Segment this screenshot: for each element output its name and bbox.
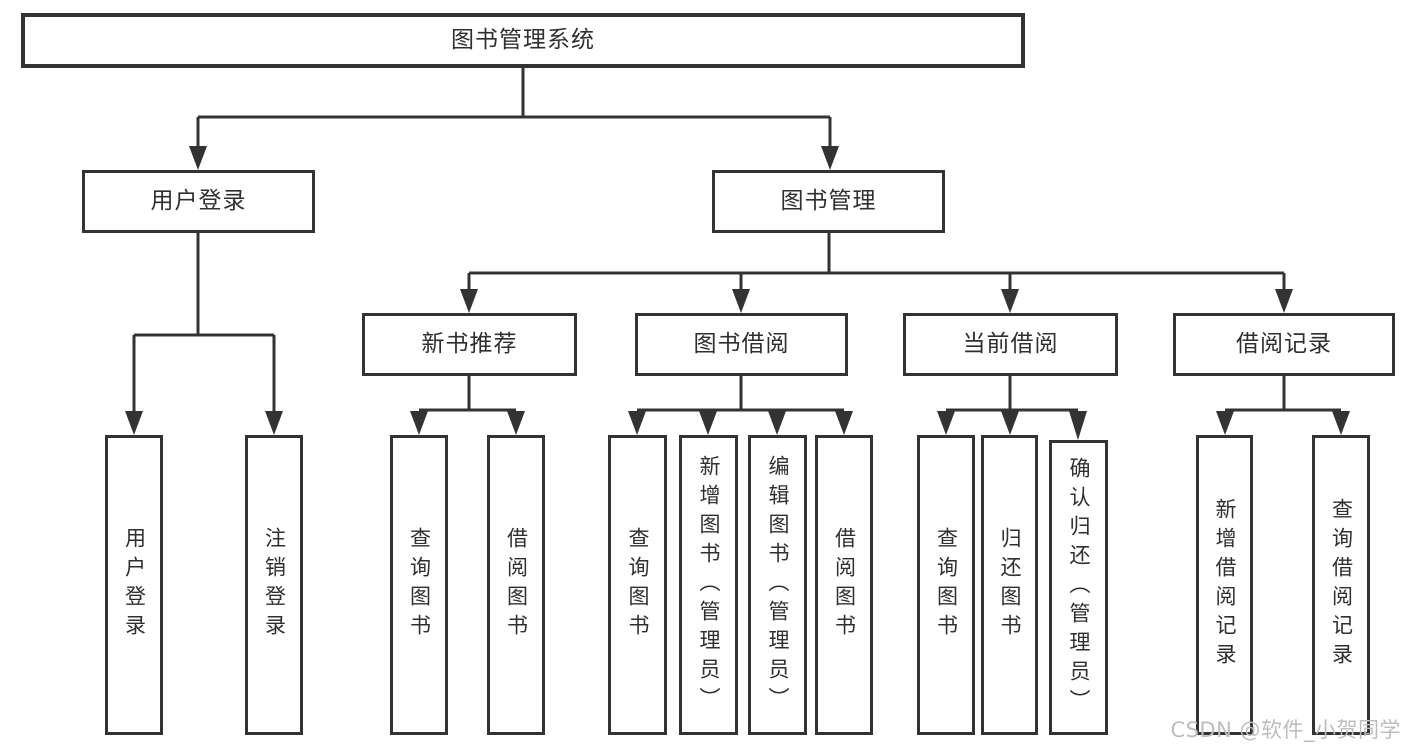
leaf-query-borrow-record: 查询借阅记录 [1312, 435, 1370, 735]
arrowhead-icon [507, 411, 525, 435]
node-new-book-recommend: 新书推荐 [362, 313, 577, 376]
node-book-management-label: 图书管理 [780, 188, 877, 214]
arrowhead-icon [821, 146, 839, 170]
node-book-borrow-label: 图书借阅 [693, 331, 790, 357]
leaf-return-books: 归还图书 [981, 435, 1038, 735]
arrowhead-icon [699, 411, 717, 435]
arrowhead-icon [1069, 411, 1087, 440]
arrowhead-icon [189, 146, 207, 170]
arrowhead-icon [1332, 411, 1350, 435]
arrowhead-icon [410, 411, 428, 435]
leaf-borrow-query-books: 查询图书 [608, 435, 667, 735]
node-new-book-recommend-label: 新书推荐 [421, 331, 518, 357]
arrowhead-icon [1001, 289, 1019, 313]
leaf-logout: 注销登录 [245, 435, 303, 735]
node-book-borrow: 图书借阅 [635, 313, 848, 376]
leaf-query-borrow-record-label: 查询借阅记录 [1329, 498, 1354, 672]
arrowhead-icon [1216, 411, 1234, 435]
arrowhead-icon [265, 411, 283, 435]
leaf-add-book-admin-label: 新增图书（管理员） [697, 454, 721, 716]
arrowhead-icon [460, 289, 478, 313]
leaf-current-query-books-label: 查询图书 [934, 527, 959, 643]
arrowhead-icon [628, 411, 646, 435]
arrowhead-icon [732, 289, 750, 313]
leaf-borrow-borrow-books: 借阅图书 [815, 435, 873, 735]
leaf-borrow-query-books-label: 查询图书 [626, 527, 650, 643]
leaf-add-borrow-record-label: 新增借阅记录 [1213, 498, 1237, 672]
node-root-label: 图书管理系统 [451, 27, 595, 53]
connector-lines [132, 68, 1341, 414]
leaf-recommend-query-books: 查询图书 [390, 435, 448, 735]
leaf-add-book-admin: 新增图书（管理员） [679, 435, 738, 735]
node-root: 图书管理系统 [21, 13, 1025, 68]
arrowhead-icon [1275, 289, 1293, 313]
leaf-edit-book-admin-label: 编辑图书（管理员） [766, 454, 790, 716]
leaf-recommend-query-books-label: 查询图书 [407, 527, 432, 643]
node-borrow-records: 借阅记录 [1173, 313, 1395, 376]
arrowhead-icon [937, 411, 955, 435]
node-current-borrow: 当前借阅 [903, 313, 1118, 376]
arrowheads [125, 146, 1350, 440]
node-borrow-records-label: 借阅记录 [1236, 331, 1332, 357]
node-current-borrow-label: 当前借阅 [962, 331, 1059, 357]
leaf-recommend-borrow-books-label: 借阅图书 [504, 527, 529, 643]
leaf-current-query-books: 查询图书 [917, 435, 975, 735]
node-user-login-label: 用户登录 [150, 188, 247, 214]
leaf-borrow-borrow-books-label: 借阅图书 [832, 527, 857, 643]
node-book-management: 图书管理 [712, 170, 945, 233]
leaf-add-borrow-record: 新增借阅记录 [1196, 435, 1253, 735]
leaf-edit-book-admin: 编辑图书（管理员） [748, 435, 807, 735]
leaf-recommend-borrow-books: 借阅图书 [487, 435, 545, 735]
leaf-confirm-return-admin-label: 确认归还（管理员） [1067, 457, 1091, 718]
leaf-return-books-label: 归还图书 [998, 527, 1022, 643]
node-user-login: 用户登录 [82, 170, 315, 233]
leaf-logout-label: 注销登录 [262, 527, 287, 643]
leaf-user-login: 用户登录 [105, 435, 163, 735]
arrowhead-icon [1001, 411, 1019, 435]
arrowhead-icon [835, 411, 853, 435]
watermark: CSDN @软件_小贺同学 [1170, 718, 1401, 742]
leaf-confirm-return-admin: 确认归还（管理员） [1049, 440, 1108, 735]
arrowhead-icon [768, 411, 786, 435]
leaf-user-login-label: 用户登录 [122, 527, 147, 643]
arrowhead-icon [125, 411, 143, 435]
